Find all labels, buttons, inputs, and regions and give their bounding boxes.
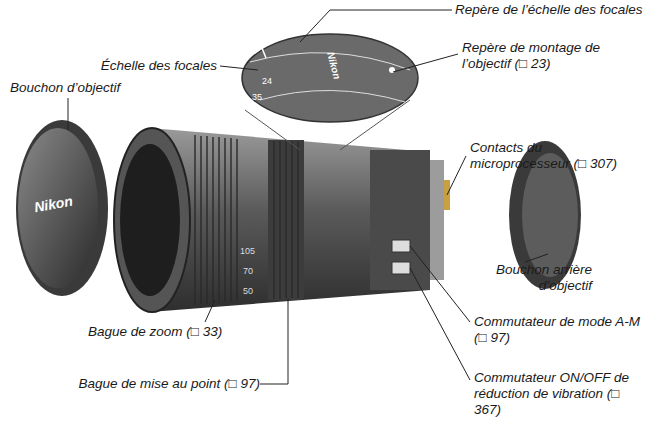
focus-ring <box>268 140 304 300</box>
rear-cap-face <box>522 153 578 277</box>
part-label: Commutateur de mode A-M (□ 97) <box>474 314 649 346</box>
focal-mark: 70 <box>243 266 253 276</box>
part-label: Bouchon arrière d’objectif <box>462 262 592 294</box>
lens-front <box>114 128 190 312</box>
focal-mark: 24 <box>262 76 272 86</box>
focus-ring-grip <box>274 141 298 299</box>
part-label: Échelle des focales <box>95 58 217 74</box>
zoom-ring-grip <box>195 135 237 305</box>
part-label: Contacts du microprocesseur (□ 307) <box>470 140 645 172</box>
part-label: Repère de montage de l’objectif (□ 23) <box>462 40 647 72</box>
part-label: Bague de zoom (□ 33) <box>88 324 288 340</box>
front-cap <box>18 128 98 288</box>
part-label: Bouchon d’objectif <box>10 80 160 96</box>
part-label: Bague de mise au point (□ 97) <box>55 376 260 392</box>
focal-mark: 35 <box>252 92 262 102</box>
lens-mount-section <box>370 150 430 290</box>
ring-edge <box>260 90 405 102</box>
vr-switch <box>392 262 410 274</box>
a-m-switch <box>392 240 410 252</box>
magnified-inset <box>242 34 418 122</box>
part-label: Repère de l’échelle des focales <box>455 2 645 18</box>
part-label: Commutateur ON/OFF de réduction de vibra… <box>474 370 649 418</box>
focal-index <box>262 48 266 58</box>
front-element <box>120 144 180 296</box>
lens-barrel <box>150 128 430 312</box>
focal-mark: 50 <box>243 286 253 296</box>
front-cap-rim <box>16 120 108 296</box>
focal-mark: 105 <box>240 246 255 256</box>
bayonet-mount <box>430 160 444 280</box>
